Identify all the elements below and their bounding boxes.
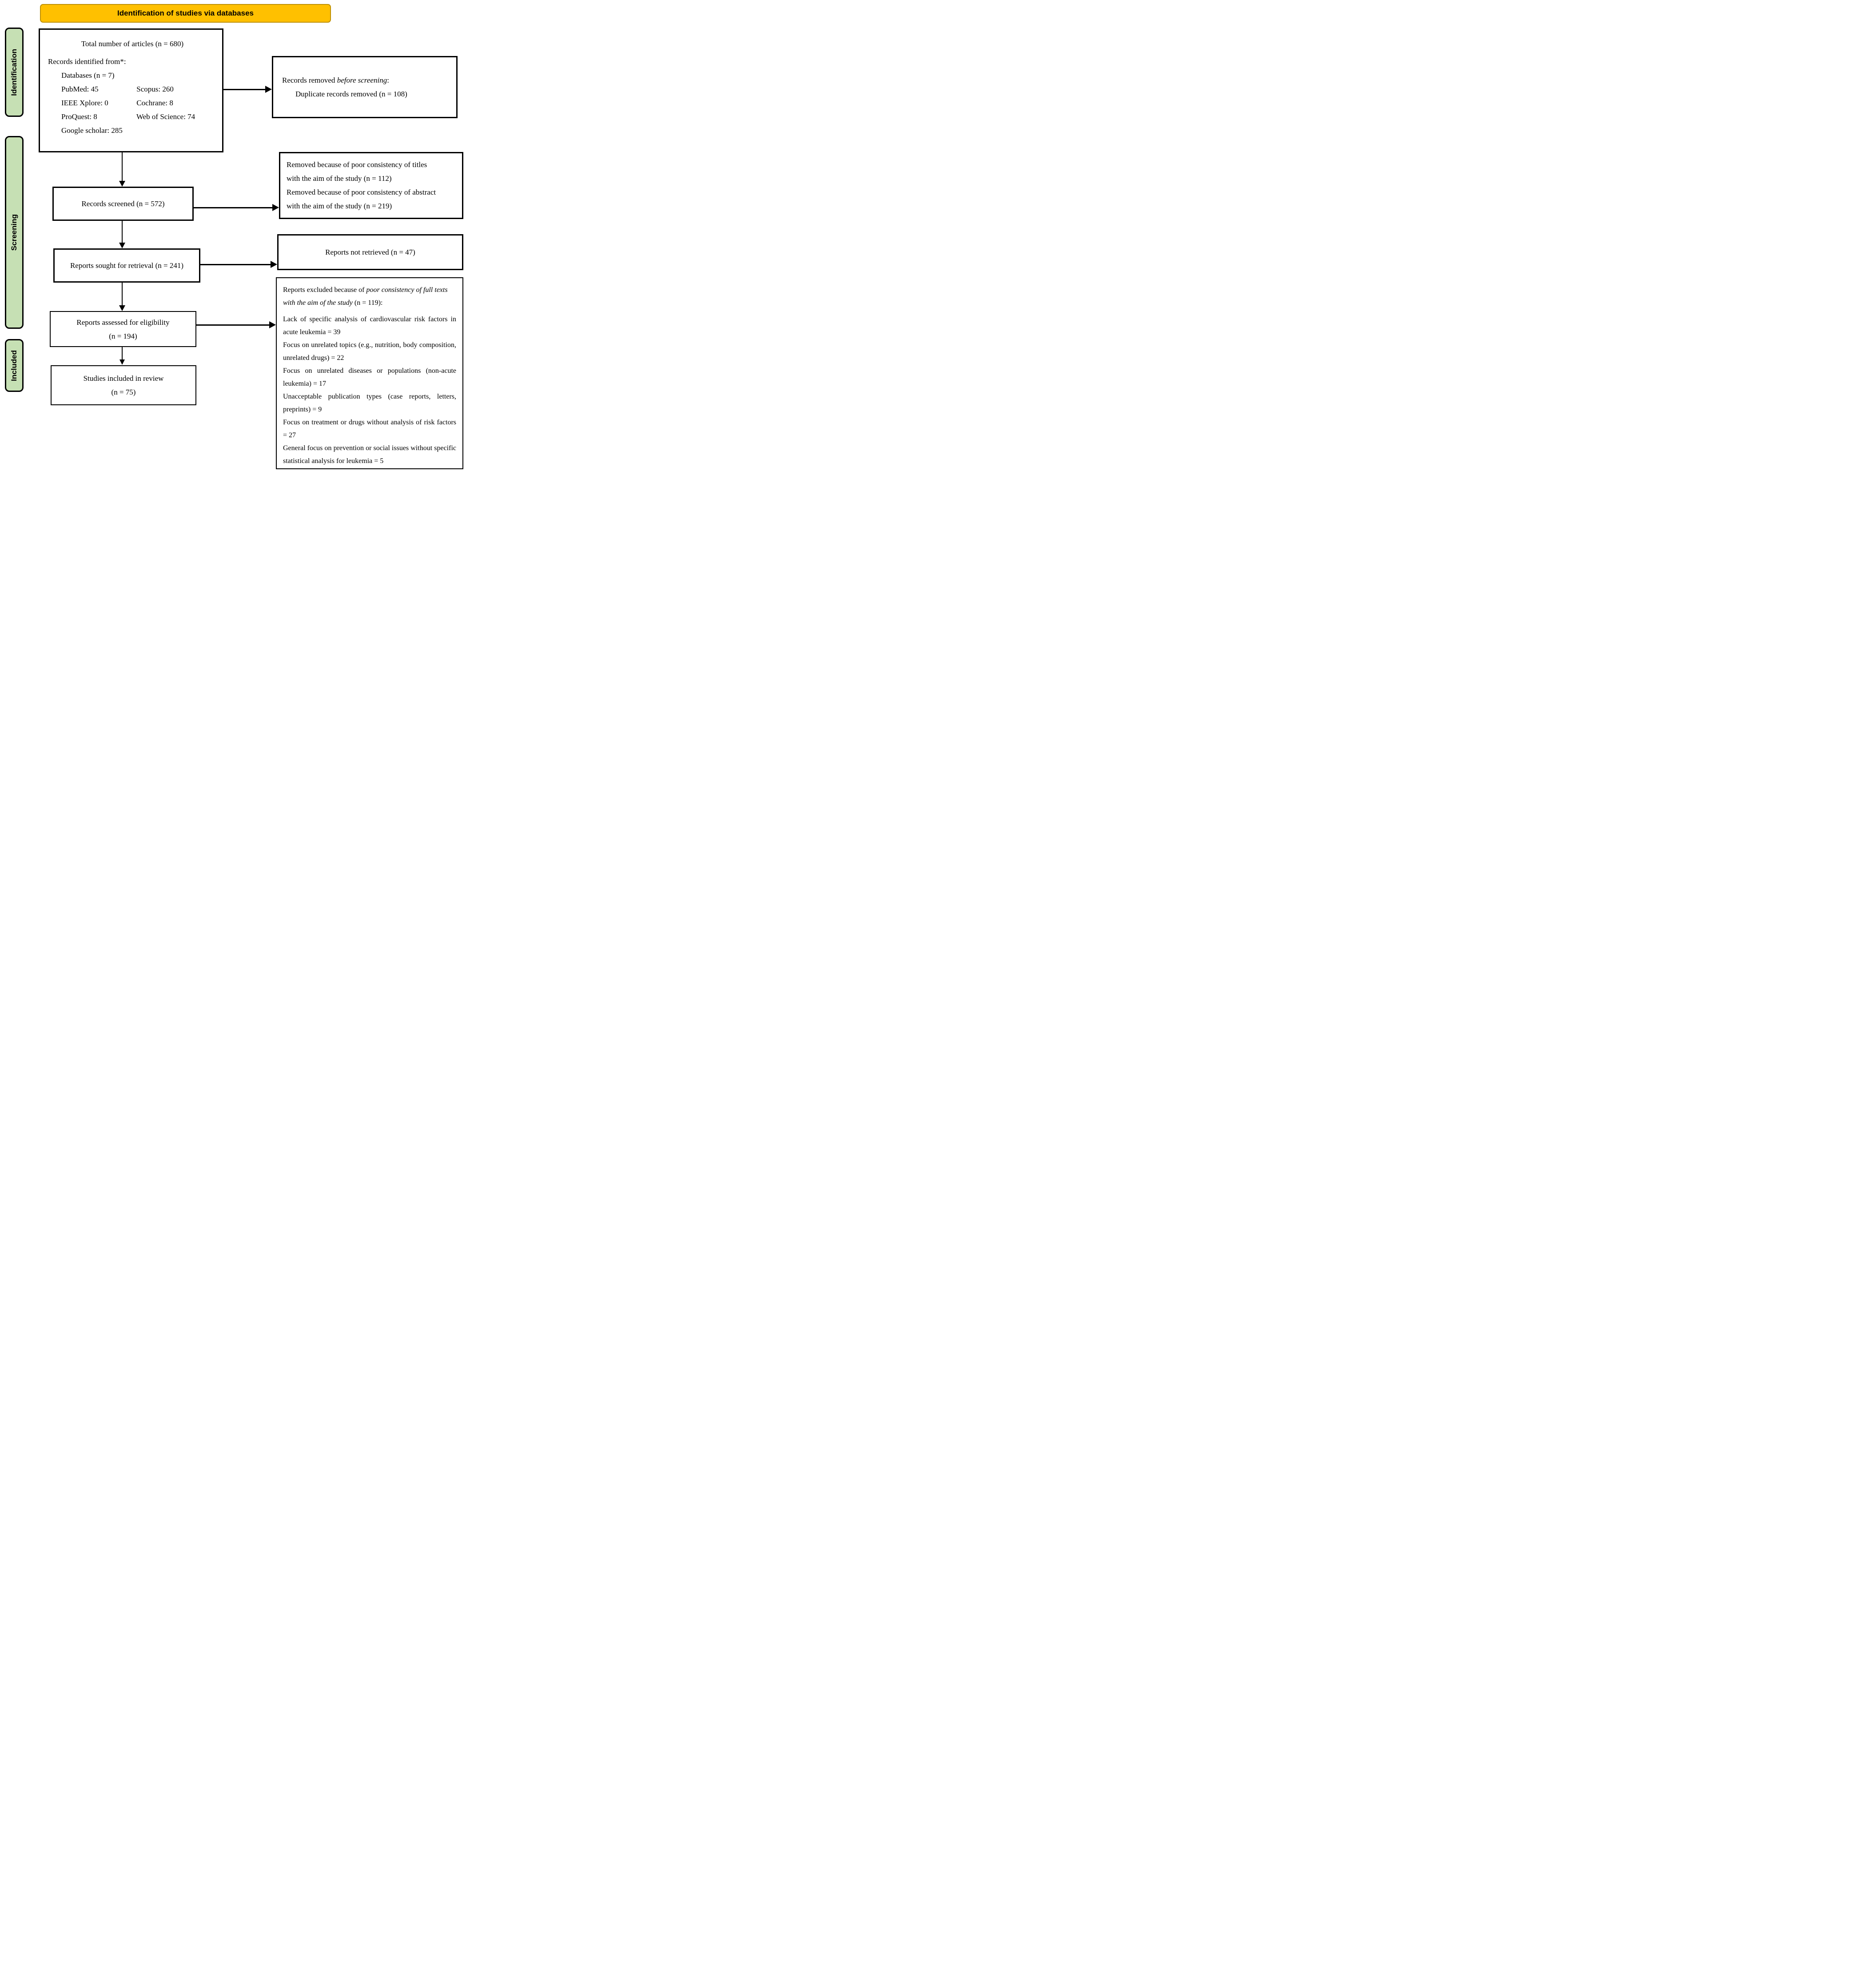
source-row: ProQuest: 8 Web of Science: 74: [61, 110, 217, 124]
records-identified-box: Total number of articles (n = 680) Recor…: [39, 28, 223, 152]
reports-excluded-suffix: (n = 119):: [352, 299, 383, 307]
banner-identification-of-studies: Identification of studies via databases: [40, 4, 331, 23]
arrow-assessed-to-excluded-head: [269, 321, 276, 328]
records-removed-italic: before screening: [337, 76, 387, 84]
records-screened-box: Records screened (n = 572): [52, 187, 194, 221]
source-proquest: ProQuest: 8: [61, 112, 97, 121]
arrow-identified-to-screened-head: [119, 181, 125, 187]
arrow-screened-to-titleabs-head: [272, 204, 279, 211]
source-pubmed: PubMed: 45: [61, 85, 99, 93]
reports-excluded-italic: poor consistency of full texts with the …: [283, 286, 448, 307]
arrow-assessed-to-excluded-line: [196, 324, 270, 326]
source-web-of-science: Web of Science: 74: [136, 112, 195, 121]
reports-sought-label: Reports sought for retrieval (n = 241): [70, 261, 184, 270]
arrow-assessed-to-included-head: [119, 359, 125, 365]
records-removed-heading: Records removed before screening:: [282, 73, 456, 87]
banner-label: Identification of studies via databases: [117, 9, 254, 17]
databases-line: Databases (n = 7): [61, 71, 115, 80]
exclusion-reason-6: General focus on prevention or social is…: [283, 444, 456, 465]
source-google-scholar: Google scholar: 285: [61, 126, 123, 135]
abstract-removed-line-2: with the aim of the study (n = 219): [287, 202, 392, 210]
stage-label-identification: Identification: [5, 28, 24, 117]
reports-not-retrieved-label: Reports not retrieved (n = 47): [325, 248, 415, 256]
stage-label-screening: Screening: [5, 136, 24, 329]
prisma-flow-diagram: Identification of studies via databases …: [0, 0, 465, 497]
source-ieee: IEEE Xplore: 0: [61, 99, 108, 107]
records-removed-box: Records removed before screening: Duplic…: [272, 56, 458, 118]
studies-included-line-2: (n = 75): [111, 388, 136, 396]
reports-excluded-heading: Reports excluded because of poor consist…: [283, 283, 456, 309]
abstract-removed-line-1: Removed because of poor consistency of a…: [287, 188, 436, 196]
arrow-sought-to-notretrieved-line: [200, 264, 271, 265]
arrow-identified-to-removed-head: [265, 86, 272, 93]
records-screened-label: Records screened (n = 572): [81, 200, 165, 208]
source-cochrane: Cochrane: 8: [136, 99, 173, 107]
reports-sought-box: Reports sought for retrieval (n = 241): [53, 248, 200, 283]
arrow-assessed-to-included-line: [122, 347, 123, 359]
records-removed-suffix: :: [387, 76, 389, 84]
stage-label-screening-text: Screening: [10, 214, 18, 251]
reports-assessed-box: Reports assessed for eligibility (n = 19…: [50, 311, 196, 347]
studies-included-line-1: Studies included in review: [83, 374, 164, 383]
records-identified-heading: Records identified from*:: [48, 57, 126, 66]
total-articles-line: Total number of articles (n = 680): [81, 40, 184, 48]
arrow-screened-to-sought-head: [119, 243, 125, 248]
source-scopus: Scopus: 260: [136, 85, 174, 93]
stage-label-identification-text: Identification: [10, 48, 18, 96]
source-row: IEEE Xplore: 0 Cochrane: 8: [61, 96, 217, 110]
exclusion-reason-2: Focus on unrelated topics (e.g., nutriti…: [283, 341, 456, 362]
arrow-identified-to-removed-line: [223, 89, 266, 90]
titles-removed-line-2: with the aim of the study (n = 112): [287, 174, 392, 183]
reports-excluded-prefix: Reports excluded because of: [283, 286, 366, 294]
reports-excluded-box: Reports excluded because of poor consist…: [276, 277, 463, 469]
stage-label-included-text: Included: [10, 350, 18, 381]
titles-abstract-removed-box: Removed because of poor consistency of t…: [279, 152, 463, 219]
arrow-sought-to-notretrieved-head: [271, 261, 277, 268]
studies-included-box: Studies included in review (n = 75): [51, 365, 196, 405]
exclusion-reason-5: Focus on treatment or drugs without anal…: [283, 419, 456, 439]
arrow-screened-to-titleabs-line: [194, 207, 273, 208]
arrow-screened-to-sought-line: [122, 221, 123, 243]
exclusion-reason-1: Lack of specific analysis of cardiovascu…: [283, 315, 456, 336]
arrow-identified-to-screened-line: [122, 152, 123, 181]
source-row: PubMed: 45 Scopus: 260: [61, 82, 217, 96]
exclusion-reason-3: Focus on unrelated diseases or populatio…: [283, 367, 456, 387]
exclusion-reason-4: Unacceptable publication types (case rep…: [283, 393, 456, 413]
duplicate-records-line: Duplicate records removed (n = 108): [295, 90, 407, 98]
reports-assessed-line-2: (n = 194): [109, 331, 137, 340]
stage-label-included: Included: [5, 339, 24, 392]
arrow-sought-to-assessed-line: [122, 283, 123, 305]
records-removed-prefix: Records removed: [282, 76, 337, 84]
arrow-sought-to-assessed-head: [119, 305, 125, 311]
reports-not-retrieved-box: Reports not retrieved (n = 47): [277, 234, 463, 270]
reports-assessed-line-1: Reports assessed for eligibility: [76, 318, 170, 327]
titles-removed-line-1: Removed because of poor consistency of t…: [287, 160, 427, 169]
